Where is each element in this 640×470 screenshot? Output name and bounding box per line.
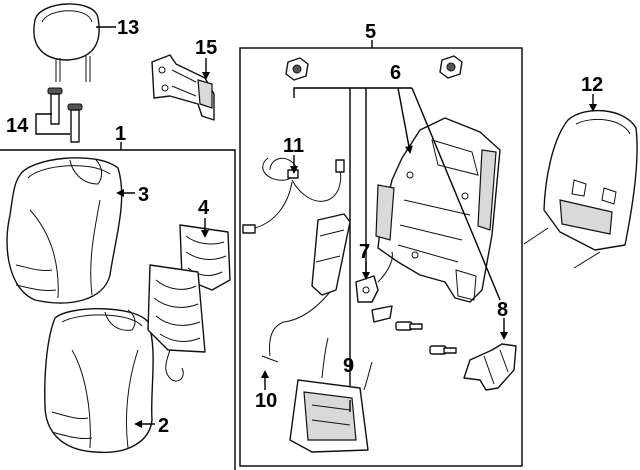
side-airbag-part	[261, 213, 351, 390]
callout-14: 14	[6, 115, 29, 137]
seat-back-frame-part	[375, 117, 501, 303]
recliner-bracket-part	[355, 251, 393, 323]
side-cover-part	[463, 318, 517, 391]
callout-5: 5	[365, 21, 376, 43]
wire-harness-part	[242, 155, 345, 234]
seat-heater-part	[147, 218, 231, 382]
callout-4: 4	[198, 197, 210, 219]
callout-15: 15	[195, 37, 217, 59]
callout-13: 13	[117, 17, 139, 39]
box-seat-assembly	[0, 142, 236, 470]
callout-2: 2	[158, 415, 169, 437]
seat-back-panel-part	[523, 94, 638, 269]
callout-1: 1	[115, 123, 126, 145]
callout-9: 9	[343, 355, 354, 377]
headrest-guide-part	[35, 87, 83, 143]
callout-10: 10	[255, 390, 277, 412]
bracket-part	[151, 54, 215, 121]
callout-7: 7	[359, 241, 370, 263]
lumbar-module-part	[289, 337, 373, 453]
seat-cushion-cover-part	[44, 308, 155, 454]
callout-6: 6	[390, 62, 401, 84]
seat-back-cover-part	[6, 157, 135, 304]
callout-3: 3	[138, 184, 149, 206]
nut-part	[285, 55, 463, 81]
callout-8: 8	[497, 299, 508, 321]
leader-part-6	[293, 87, 501, 400]
callout-11: 11	[283, 135, 304, 157]
headrest-part	[33, 3, 116, 82]
bolt-part	[395, 321, 457, 355]
box-seat-frame	[239, 40, 523, 467]
callout-12: 12	[581, 74, 603, 96]
